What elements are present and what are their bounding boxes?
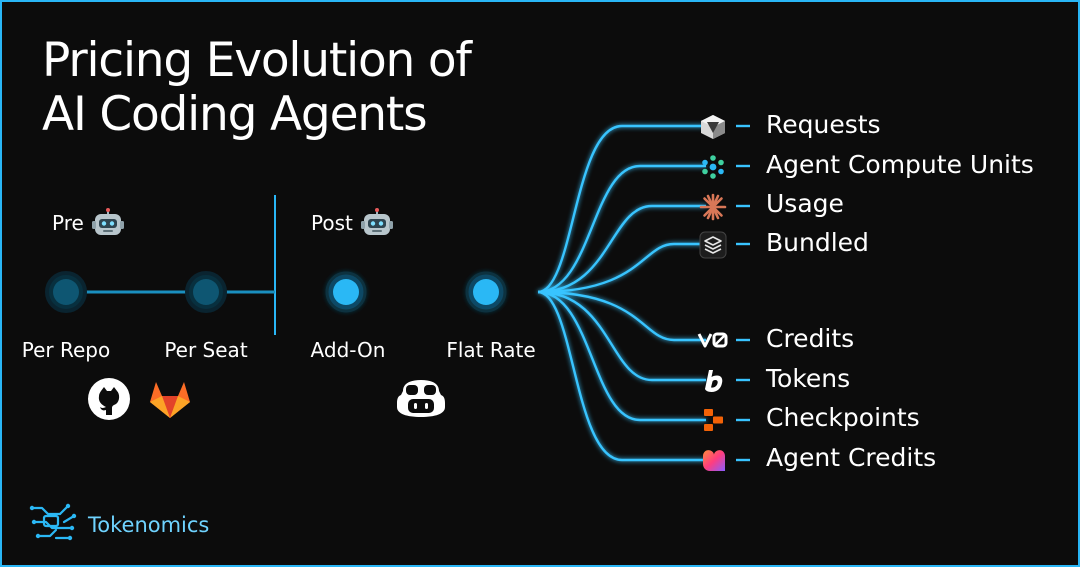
cursor-cube-icon [701,115,725,139]
brand-name: Tokenomics [88,513,210,537]
robot-emoji-icon [360,208,393,235]
title-line-1: Pricing Evolution of [42,33,472,88]
copilot-icon [397,380,445,417]
timeline-node-add-on [325,271,367,313]
v0-icon [697,332,728,348]
branch-curve-agent-compute-units [537,164,706,294]
timeline-node-per-seat [185,271,227,313]
lovable-heart-icon [703,450,725,471]
branch-label-agent-credits: Agent Credits [766,443,937,472]
title-line-2: AI Coding Agents [42,87,428,142]
branch-label-bundled: Bundled [766,228,869,257]
stacked-layers-icon [699,231,727,259]
page-title: Pricing Evolution of AI Coding Agents [42,33,472,142]
phase-pre: Pre [52,208,124,238]
label-dashes [736,124,750,462]
branch-label-requests: Requests [766,110,881,139]
timeline-node-flat-rate [465,271,507,313]
branch-label-agent-compute-units: Agent Compute Units [766,150,1034,179]
tokenomics-circuit-icon [29,503,77,541]
branch-label-tokens: Tokens [766,364,851,393]
github-icon [88,378,130,420]
phase-post-label: Post [311,211,353,235]
devin-dots-icon [702,155,724,179]
robot-emoji-icon [91,208,124,235]
phase-pre-label: Pre [52,211,84,235]
node-label-per-seat: Per Seat [164,338,248,362]
node-label-flat-rate: Flat Rate [446,338,536,362]
branch-curve-requests [537,124,706,294]
branch-curve-checkpoints [537,290,706,422]
branch-curve-bundled [537,242,706,294]
branch-curve-usage [537,204,706,294]
branch-label-usage: Usage [766,189,844,218]
branch-curve-tokens [537,290,706,382]
gitlab-icon [150,382,190,418]
branch-curves [537,124,706,462]
node-label-add-on: Add-On [310,338,386,362]
phase-post: Post [311,208,393,238]
branch-label-checkpoints: Checkpoints [766,403,920,432]
replit-icon [704,409,723,431]
bolt-b-icon [705,370,723,392]
branch-label-credits: Credits [766,324,855,353]
claude-starburst-icon [699,193,727,221]
timeline-node-per-repo [45,271,87,313]
branch-curve-credits [537,290,706,342]
node-label-per-repo: Per Repo [21,338,111,362]
branch-curve-agent-credits [537,290,706,462]
